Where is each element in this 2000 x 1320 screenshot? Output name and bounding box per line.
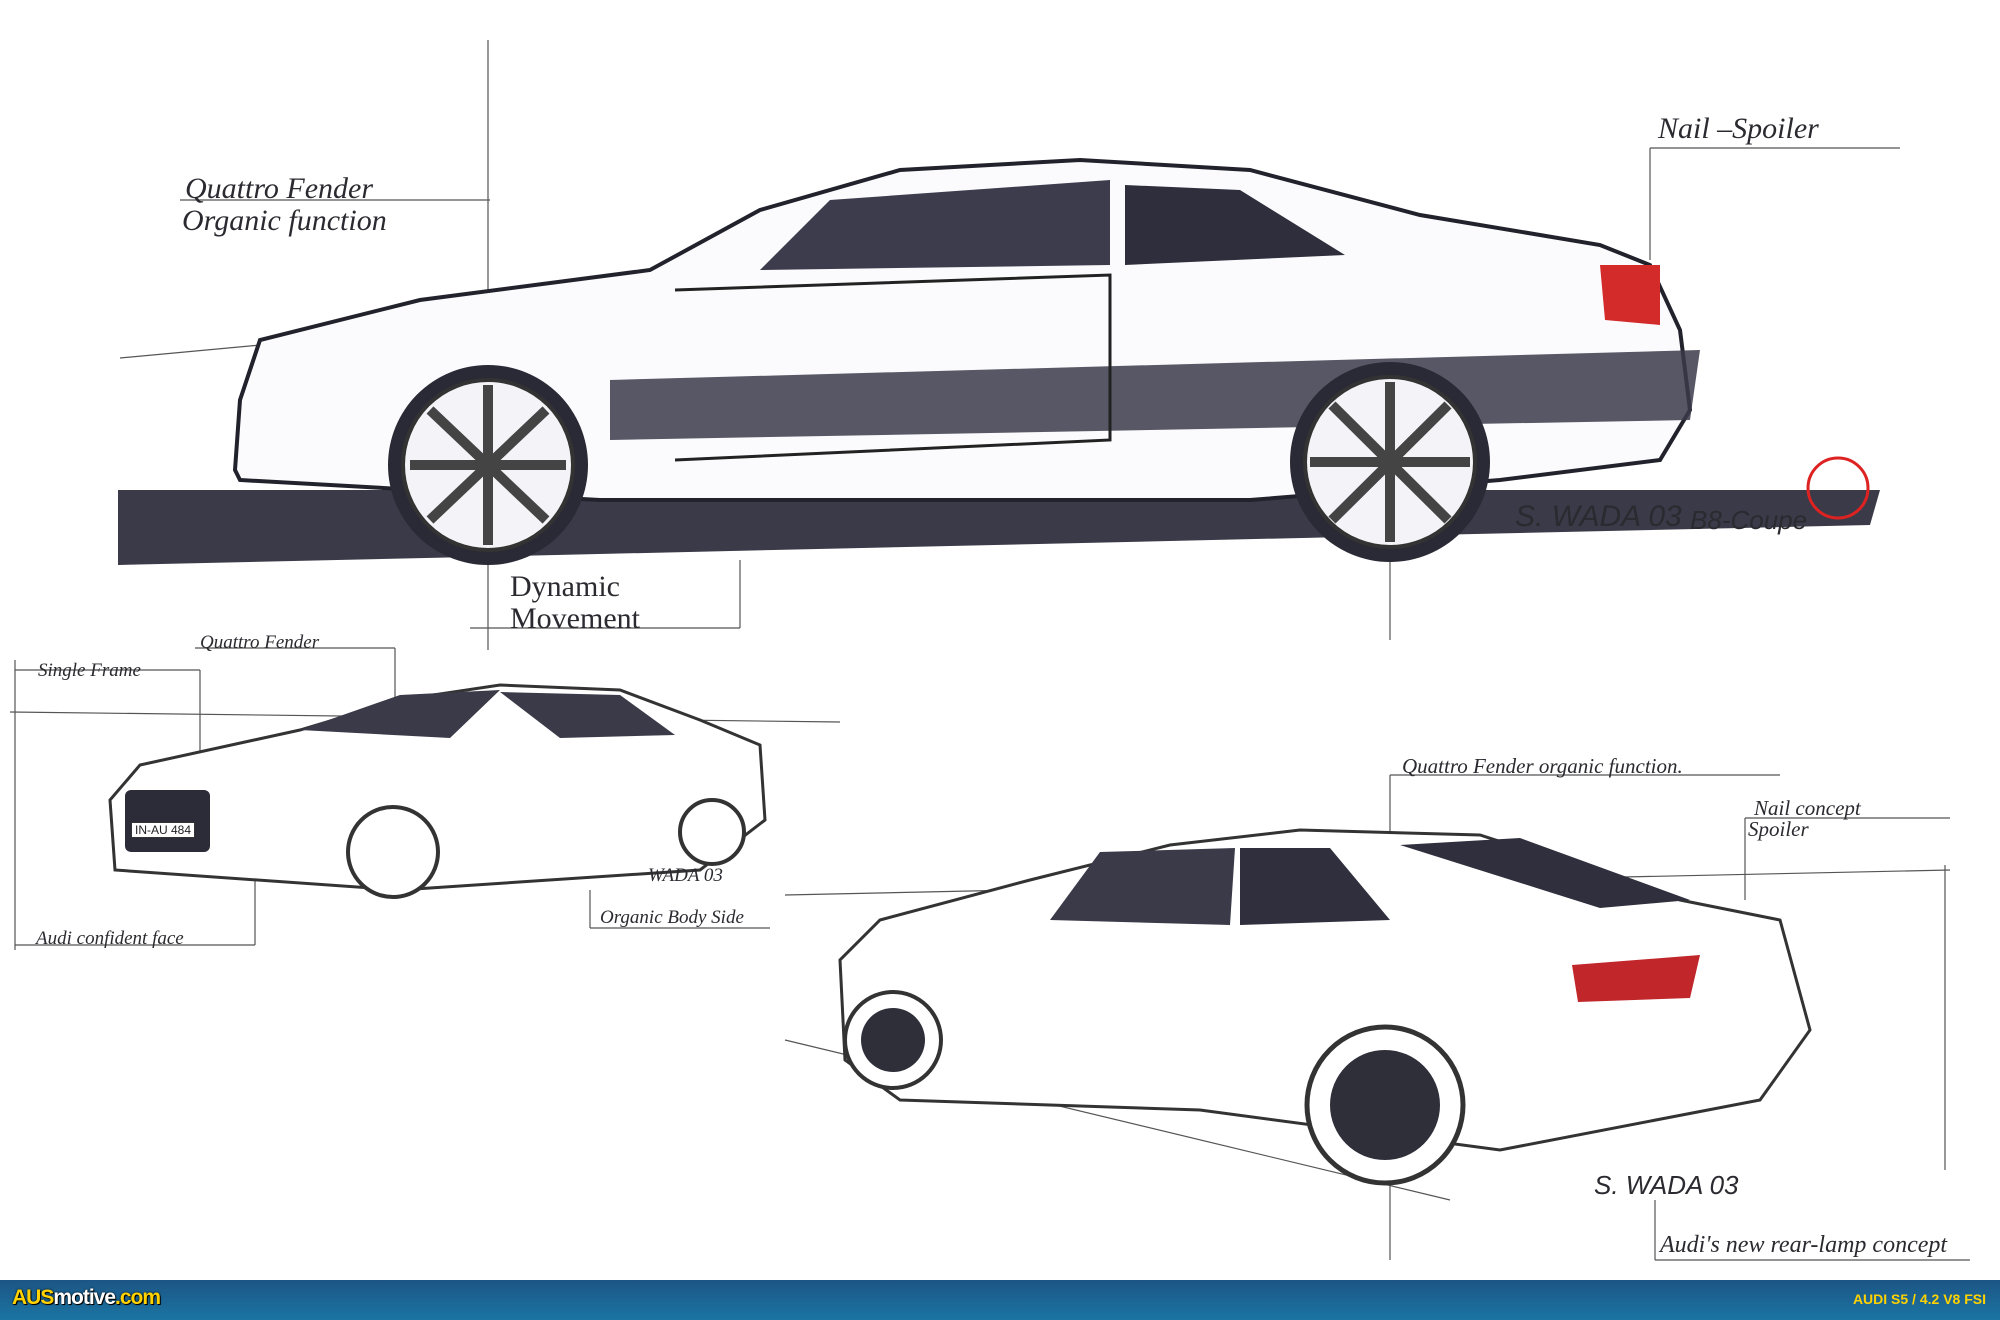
rear-three-quarter-car — [838, 828, 1812, 1186]
label-dynamic: Dynamic — [510, 570, 620, 603]
label-rear-lamp-concept: Audi's new rear-lamp concept — [1660, 1232, 1948, 1258]
artist-signature-rear: S. WADA 03 — [1594, 1170, 1739, 1200]
label-quattro-fender-rear: Quattro Fender organic function. — [1402, 754, 1683, 778]
front-three-quarter-car — [108, 683, 767, 899]
label-nail-spoiler: Nail –Spoiler — [1658, 112, 1819, 145]
logo-aus: AUS — [12, 1286, 54, 1309]
label-nail-concept: Nail concept — [1754, 796, 1861, 820]
ausmotive-logo[interactable]: AUSmotive.com — [12, 1286, 161, 1310]
label-organic-function: Organic function — [182, 204, 387, 237]
model-caption: AUDI S5 / 4.2 V8 FSI — [1852, 1291, 1986, 1307]
label-quattro-fender: Quattro Fender — [185, 172, 374, 205]
artist-signature-main: S. WADA 03 — [1515, 500, 1682, 533]
license-plate: IN-AU 484 — [131, 822, 196, 838]
label-audi-confident-face: Audi confident face — [36, 928, 184, 949]
label-spoiler: Spoiler — [1748, 817, 1809, 841]
logo-com: .com — [115, 1286, 161, 1309]
label-movement: Movement — [510, 602, 640, 635]
label-quattro-fender-front: Quattro Fender — [200, 632, 320, 653]
footer-bar: AUSmotive.com AUDI S5 / 4.2 V8 FSI — [0, 1280, 2000, 1320]
label-organic-body-side: Organic Body Side — [600, 907, 744, 928]
car-sketch-illustration — [9, 40, 1970, 1261]
artist-seal-stamp — [1806, 456, 1870, 520]
logo-motive: motive — [53, 1286, 116, 1309]
artist-signature-front: WADA 03 — [648, 865, 723, 886]
label-single-frame: Single Frame — [38, 660, 141, 681]
main-side-view-car — [118, 157, 1880, 565]
label-b8-coupe: B8-Coupe — [1690, 505, 1808, 535]
